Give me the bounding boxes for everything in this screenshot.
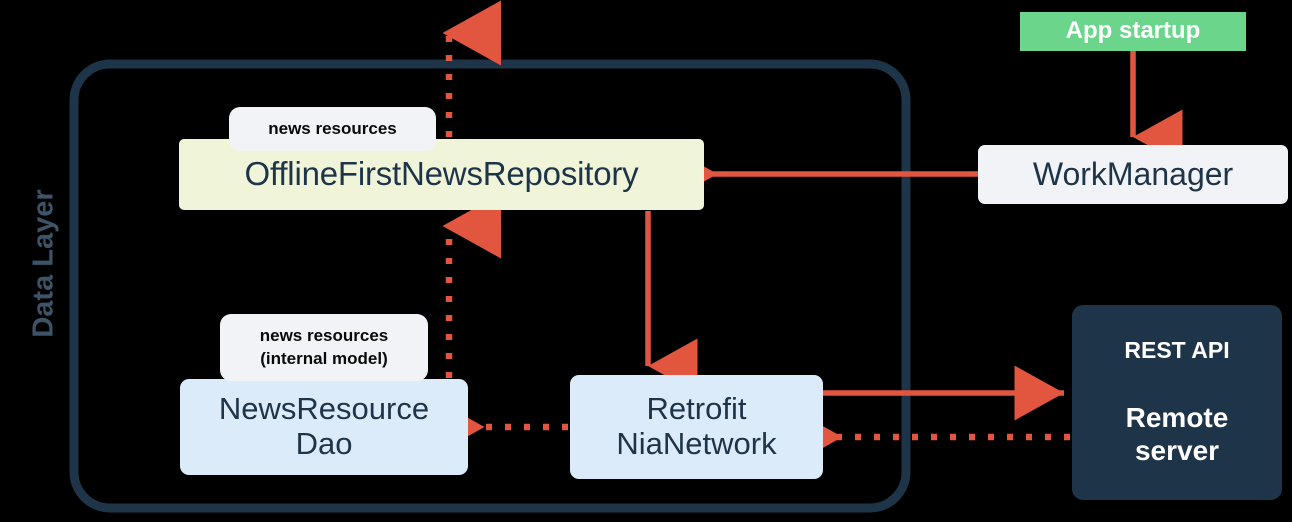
node-retrofit-line2: NiaNetwork bbox=[616, 426, 777, 461]
node-retrofit-nia-network[interactable]: Retrofit NiaNetwork bbox=[570, 375, 823, 479]
node-app-startup-label: App startup bbox=[1065, 17, 1201, 45]
node-dao-line2: Dao bbox=[295, 426, 353, 461]
node-offline-first-news-repository[interactable]: OfflineFirstNewsRepository bbox=[179, 139, 704, 210]
node-remote-server-title: REST API bbox=[1124, 337, 1230, 363]
node-app-startup[interactable]: App startup bbox=[1020, 12, 1246, 51]
node-remote-server-subtitle-line2: server bbox=[1134, 434, 1220, 466]
chip-news-resources-internal-line2: (internal model) bbox=[260, 348, 388, 368]
data-layer-label: Data Layer bbox=[27, 189, 60, 338]
node-remote-server[interactable]: REST API Remote server bbox=[1072, 305, 1282, 500]
node-workmanager-label: WorkManager bbox=[1032, 155, 1234, 192]
chip-news-resources-internal-line1: news resources bbox=[259, 325, 389, 345]
chip-news-resources-internal-model: news resources (internal model) bbox=[220, 314, 428, 381]
node-dao-line1: NewsResource bbox=[218, 391, 430, 427]
node-remote-server-subtitle-line1: Remote bbox=[1125, 401, 1229, 433]
node-retrofit-line1: Retrofit bbox=[646, 391, 747, 427]
node-work-manager[interactable]: WorkManager bbox=[978, 145, 1288, 204]
node-news-resource-dao[interactable]: NewsResource Dao bbox=[180, 379, 468, 475]
chip-news-resources-line1: news resources bbox=[268, 118, 397, 138]
chip-news-resources: news resources bbox=[229, 107, 436, 151]
node-repository-label: OfflineFirstNewsRepository bbox=[244, 155, 639, 193]
